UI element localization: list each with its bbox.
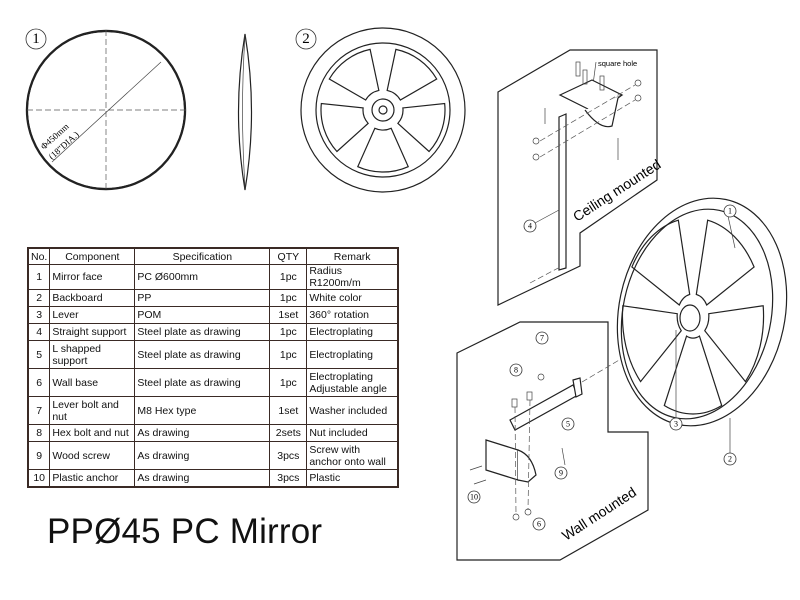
cell-component: Hex bolt and nut: [49, 424, 136, 442]
square-hole-label: square hole: [598, 59, 637, 68]
table-header-row: No. Component Specification QTY Remark: [27, 247, 399, 265]
backboard-cutout: [663, 335, 723, 415]
cell-spec: As drawing: [134, 424, 271, 442]
cell-no: 1: [27, 264, 51, 290]
cell-spec: As drawing: [134, 469, 271, 488]
callout-10: 10: [470, 493, 478, 502]
cell-no: 7: [27, 396, 51, 425]
backboard-cutout: [328, 48, 380, 101]
cell-remark: Screw with anchor onto wall: [306, 441, 399, 470]
cell-remark: White color: [306, 289, 399, 307]
cell-spec: POM: [134, 306, 271, 324]
mirror-front-view: 1 Φ450mm (18"DIA.): [25, 28, 187, 191]
cell-spec: Steel plate as drawing: [134, 340, 271, 369]
cell-no: 3: [27, 306, 51, 324]
header-component: Component: [49, 247, 136, 265]
cell-qty: 1pc: [269, 368, 308, 397]
callout-3: 3: [674, 420, 678, 429]
cell-component: Lever bolt and nut: [49, 396, 136, 425]
cell-qty: 3pcs: [269, 469, 308, 488]
backboard-assembly: [616, 197, 788, 455]
cell-qty: 3pcs: [269, 441, 308, 470]
cell-qty: 1pc: [269, 264, 308, 290]
cell-qty: 2sets: [269, 424, 308, 442]
cell-no: 5: [27, 340, 51, 369]
cell-qty: 1set: [269, 306, 308, 324]
cell-no: 8: [27, 424, 51, 442]
view-number-2: 2: [302, 31, 310, 47]
cell-qty: 1pc: [269, 340, 308, 369]
callout-1: 1: [728, 207, 732, 216]
mirror-side-view: [237, 33, 253, 191]
backboard-cutout: [704, 305, 765, 383]
cell-spec: PP: [134, 289, 271, 307]
backboard-cutout: [397, 102, 446, 153]
callout-2: 2: [728, 455, 732, 464]
callout-6: 6: [537, 520, 541, 529]
cell-component: Mirror face: [49, 264, 136, 290]
header-no: No.: [27, 247, 51, 265]
cell-no: 9: [27, 441, 51, 470]
backboard-cutout: [356, 127, 410, 173]
cell-component: Wood screw: [49, 441, 136, 470]
cell-no: 2: [27, 289, 51, 307]
cell-component: Wall base: [49, 368, 136, 397]
cell-no: 10: [27, 469, 51, 488]
cell-remark: Plastic: [306, 469, 399, 488]
header-specification: Specification: [134, 247, 271, 265]
backboard-cutout: [386, 48, 438, 101]
view-number-1: 1: [32, 31, 40, 47]
header-remark: Remark: [306, 247, 399, 265]
callout-8: 8: [514, 366, 518, 375]
cell-remark: Nut included: [306, 424, 399, 442]
cell-qty: 1pc: [269, 289, 308, 307]
cell-spec: As drawing: [134, 441, 271, 470]
cell-remark: Washer included: [306, 396, 399, 425]
cell-remark: Radius R1200m/m: [306, 264, 399, 290]
cell-no: 4: [27, 323, 51, 341]
cell-component: Straight support: [49, 323, 136, 341]
cell-remark: Electroplating: [306, 340, 399, 369]
backboard-cutout: [631, 219, 691, 306]
callout-9: 9: [559, 469, 563, 478]
cell-component: Lever: [49, 306, 136, 324]
header-qty: QTY: [269, 247, 308, 265]
cell-component: Plastic anchor: [49, 469, 136, 488]
cell-component: L shapped support: [49, 340, 136, 369]
callouts: 1 2 3 5 6 7 8 9 10: [467, 204, 737, 531]
page-title: PPØ45 PC Mirror: [47, 512, 323, 551]
cell-remark: Electroplating: [306, 323, 399, 341]
view-number-2-bubble: [295, 28, 317, 50]
cell-qty: 1pc: [269, 323, 308, 341]
cell-no: 6: [27, 368, 51, 397]
parts-table: No. Component Specification QTY Remark 1…: [27, 247, 399, 488]
cell-remark: 360° rotation: [306, 306, 399, 324]
backboard-cutout: [621, 305, 682, 383]
cell-spec: PC Ø600mm: [134, 264, 271, 290]
view-number-1-bubble: [25, 28, 47, 50]
callout-7: 7: [540, 334, 544, 343]
cell-spec: Steel plate as drawing: [134, 368, 271, 397]
callout-4: 4: [528, 222, 532, 231]
backboard-cutout: [695, 219, 755, 306]
cell-spec: Steel plate as drawing: [134, 323, 271, 341]
wall-mounted-panel: Wall mounted: [456, 321, 676, 561]
backboard-view: 2: [295, 27, 466, 193]
cell-remark: Electroplating Adjustable angle: [306, 368, 399, 397]
cell-spec: M8 Hex type: [134, 396, 271, 425]
cell-qty: 1set: [269, 396, 308, 425]
backboard-cutout: [320, 102, 369, 153]
cell-component: Backboard: [49, 289, 136, 307]
callout-5: 5: [566, 420, 570, 429]
